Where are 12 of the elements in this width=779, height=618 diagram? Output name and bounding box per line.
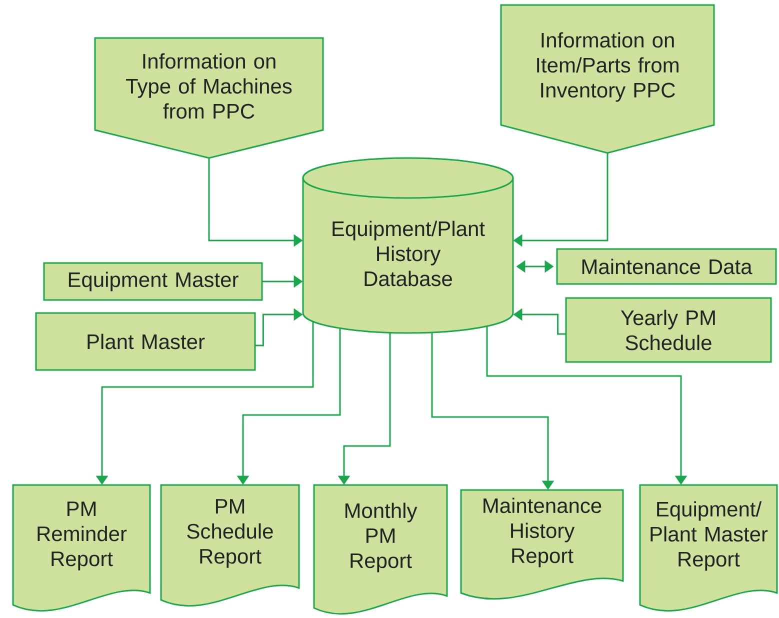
input-box: Equipment Master xyxy=(43,262,263,301)
report-document: Monthly PM Report xyxy=(313,484,448,615)
offpage-connector: Information on Item/Parts from Inventory PPC xyxy=(500,4,715,154)
input-box: Maintenance Data xyxy=(556,248,777,285)
input-box: Yearly PM Schedule xyxy=(565,297,772,363)
report-document: PM Schedule Report xyxy=(160,484,300,607)
report-document: PM Reminder Report xyxy=(12,484,151,612)
database-cylinder: Equipment/Plant History Database xyxy=(302,157,514,334)
input-box: Plant Master xyxy=(35,312,256,371)
offpage-connector: Information on Type of Machines from PPC xyxy=(94,37,324,159)
report-document: Equipment/ Plant Master Report xyxy=(639,484,778,612)
report-document: Maintenance History Report xyxy=(460,489,624,600)
